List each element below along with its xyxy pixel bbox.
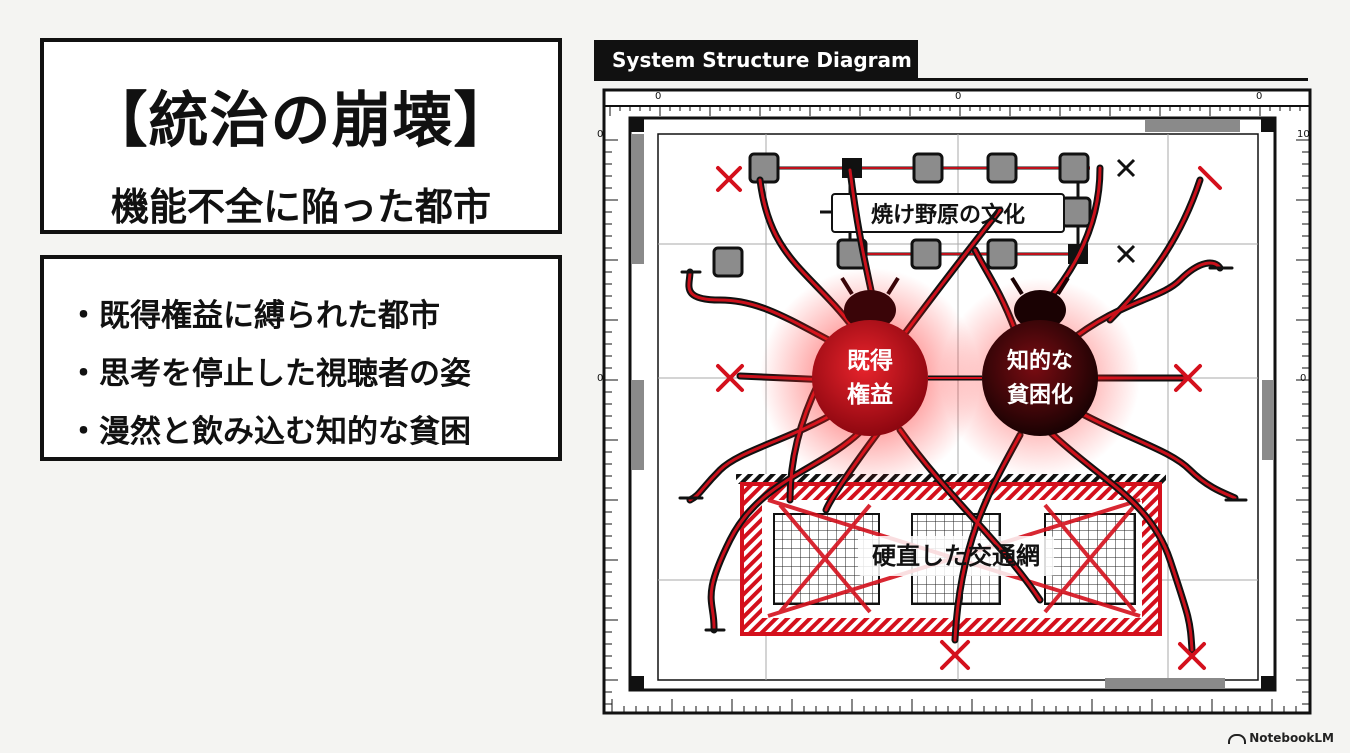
top-ruler xyxy=(604,105,1310,116)
ruler-label: 0 xyxy=(597,129,603,140)
ruler-label: 0 xyxy=(655,91,661,102)
diagram-tab: System Structure Diagram xyxy=(594,40,918,80)
ruler-label: 0 xyxy=(955,91,961,102)
ruler-label: 0 xyxy=(1300,373,1306,384)
diagram-header-line xyxy=(594,78,1308,81)
slide-title: 【統治の崩壊】 xyxy=(87,86,515,156)
footer-brand: NotebookLM xyxy=(1228,731,1334,745)
bullet-item: ・既得権益に縛られた都市 xyxy=(68,298,440,334)
ruler-label: 0 xyxy=(1256,91,1262,102)
notebooklm-logo-icon xyxy=(1228,733,1247,744)
brand-name: NotebookLM xyxy=(1249,731,1334,745)
bullet-item: ・漫然と飲み込む知的な貧困 xyxy=(68,414,471,450)
burnt-culture-label: 焼け野原の文化 xyxy=(871,202,1025,228)
transport-network-label: 硬直した交通網 xyxy=(872,542,1040,570)
bullet-list: ・既得権益に縛られた都市 ・思考を停止した視聴者の姿 ・漫然と飲み込む知的な貧困 xyxy=(40,255,562,461)
slide-subtitle: 機能不全に陥った都市 xyxy=(110,185,491,229)
intellectual-poverty-spider xyxy=(940,276,1140,478)
ruler-label: 0 xyxy=(597,373,603,384)
vested-interests-spider xyxy=(760,268,980,488)
poverty-label-line1: 知的な xyxy=(1007,348,1073,374)
title-box: 【統治の崩壊】 機能不全に陥った都市 xyxy=(40,38,562,234)
transport-network-box xyxy=(736,474,1166,636)
ruler-label: 10 xyxy=(1297,129,1310,140)
vested-label-line2: 権益 xyxy=(847,381,893,408)
bullet-item: ・思考を停止した視聴者の姿 xyxy=(68,356,471,392)
poverty-label-line2: 貧困化 xyxy=(1007,382,1073,408)
vested-label-line1: 既得 xyxy=(847,347,893,374)
